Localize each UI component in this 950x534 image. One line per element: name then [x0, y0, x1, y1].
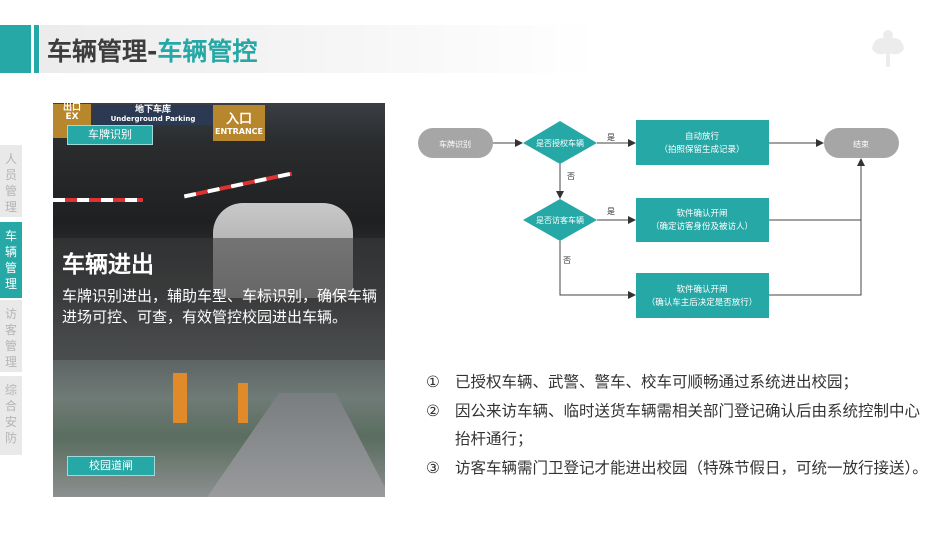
- flow-end-label: 结束: [853, 139, 869, 149]
- card-description: 车牌识别进出，辅助车型、车标识别，确保车辆进场可控、可查，有效管控校园进出车辆。: [62, 287, 378, 326]
- underground-en: Underground Parking: [110, 115, 196, 123]
- note-number: ①: [426, 373, 440, 391]
- sidebar-item-personnel[interactable]: 人员管理: [0, 145, 22, 217]
- sidebar-item-label: 访客管理: [5, 307, 18, 369]
- flow-decision-visitor: [523, 199, 597, 241]
- sidebar-item-label: 综合安防: [5, 383, 18, 445]
- flow-decision1-label: 是否授权车辆: [536, 138, 584, 148]
- exit-sign-en: EX: [65, 112, 79, 122]
- flow-box2-line1: 软件确认开闸: [676, 208, 727, 219]
- exit-sign-text: 出口: [62, 103, 81, 113]
- flow-box2-line2: （确定访客身份及被访人）: [651, 221, 753, 232]
- flow-connectors: [493, 139, 865, 299]
- sidebar-item-label: 人员管理: [5, 152, 18, 214]
- note-text: 抬杆通行；: [455, 430, 533, 448]
- tag-campus-gate: 校园道闸: [67, 456, 155, 476]
- flow-box3-line1: 软件确认开闸: [676, 284, 727, 295]
- sidebar-item-label: 车辆管理: [5, 229, 18, 291]
- underground-text: 地下车库: [134, 105, 171, 115]
- road: [203, 393, 385, 497]
- flow-yes-label: 是: [607, 207, 615, 216]
- entrance-en: ENTRANCE: [215, 127, 263, 136]
- barrier-arm: [53, 198, 143, 202]
- gate-post: [173, 373, 187, 423]
- note-number: ③: [426, 458, 440, 477]
- flow-box1-line1: 自动放行: [685, 131, 720, 142]
- gate-post: [238, 383, 248, 423]
- title-main: 车辆管理-: [47, 37, 158, 66]
- note-item: ② 因公来访车辆、临时送货车辆需相关部门登记确认后由系统控制中心抬杆通行；: [426, 397, 928, 454]
- title-accent: 车辆管控: [157, 37, 258, 66]
- flow-start-node: [418, 128, 493, 158]
- note-number: ②: [426, 401, 440, 420]
- barrier-arm: [183, 171, 293, 199]
- flow-no-label: 否: [567, 172, 575, 181]
- flow-box-owner-confirm: [636, 273, 769, 318]
- flow-box3-line2: （确认车主后决定是否放行）: [647, 297, 758, 308]
- sidebar-item-vehicle[interactable]: 车辆管理: [0, 222, 22, 298]
- tree-logo-icon: [872, 30, 904, 67]
- flow-no-label: 否: [563, 256, 571, 265]
- text-overlay: [53, 238, 385, 360]
- note-item: ③ 访客车辆需门卫登记才能进出校园（特殊节假日，可统一放行接送）。: [426, 454, 928, 483]
- header-background: [40, 25, 600, 73]
- flow-yes-label: 是: [607, 133, 615, 142]
- flow-box-visitor-open: [636, 198, 769, 242]
- flow-box-auto-release: [636, 120, 769, 165]
- note-text: 因公来访车辆、临时送货车辆需相关部门登记确认后由系统控制中心: [455, 401, 921, 420]
- card-title: 车辆进出: [62, 252, 154, 278]
- header-accent-block: [0, 25, 31, 73]
- note-text: 访客车辆需门卫登记才能进出校园（特殊节假日，可统一放行接送）。: [455, 458, 928, 477]
- header-accent-bar: [34, 25, 39, 73]
- flow-decision2-label: 是否访客车辆: [536, 215, 584, 225]
- flow-box1-line2: （拍照保留生成记录）: [659, 144, 744, 155]
- tag-plate-recognition: 车牌识别: [67, 125, 153, 145]
- note-text: 已授权车辆、武警、警车、校车可顺畅通过系统进出校园；: [455, 373, 859, 391]
- vehicle-flowchart: 车牌识别 是否授权车辆 是否访客车辆 自动放行 （拍照保留生成记录） 软件确认开…: [418, 120, 899, 318]
- sidebar-item-security[interactable]: 综合安防: [0, 376, 22, 455]
- entrance-text: 入口: [225, 112, 252, 127]
- flow-decision-authorized: [523, 121, 597, 164]
- sidebar-item-visitor[interactable]: 访客管理: [0, 300, 22, 372]
- notes-list: ① 已授权车辆、武警、警车、校车可顺畅通过系统进出校园； ② 因公来访车辆、临时送货…: [426, 368, 928, 482]
- note-item: ① 已授权车辆、武警、警车、校车可顺畅通过系统进出校园；: [426, 368, 928, 397]
- flow-start-label: 车牌识别: [439, 139, 471, 149]
- flow-end-node: [824, 128, 899, 158]
- page-title: 车辆管理-车辆管控: [47, 32, 257, 68]
